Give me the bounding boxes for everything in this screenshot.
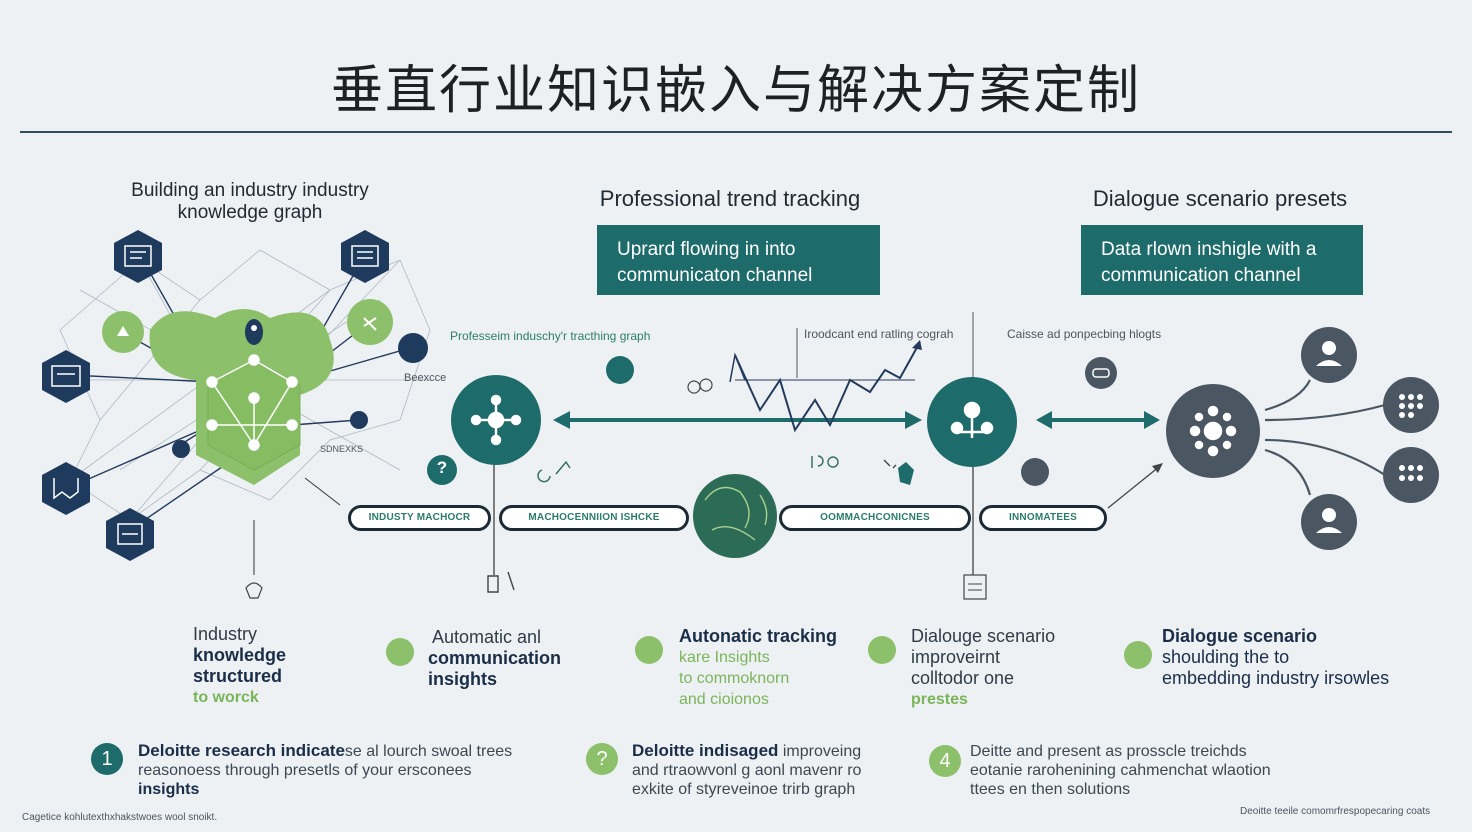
feature-5-line1: Dialogue scenario [1162,626,1318,646]
hexagon-glyphs [51,245,379,545]
feature-3-dot [635,636,663,664]
feature-4-line4: prestes [911,691,968,708]
footer-3-rest: Deitte and present as prosscle treichds [970,743,1247,760]
double-arrow-1 [553,411,922,429]
feature-4-line3: colltodor one [911,668,1015,688]
feature-2-dot [386,638,414,666]
feature-2-line3: insights [428,669,498,689]
feature-3: Autonatic tracking kare Insights to comm… [679,626,837,710]
trend-tracking-title: Professional trend tracking [599,186,861,211]
feature-3-line2: kare Insights [679,649,770,666]
feature-1: Industry knowledge structured to worck [193,624,286,708]
ranking-graph-caption: Iroodcant end ratling cograh [804,327,954,341]
feature-1-line2: knowledge [193,645,287,665]
pin-icon [245,319,263,345]
knowledge-graph-title: Building an industry industry knowledge … [100,180,400,224]
dialogue-box-line1: Data rlown inshigle with a [1101,239,1317,260]
graph-small-label: SDNEXKS [320,444,364,454]
small-navy-node [398,333,428,363]
page-title: 垂直行业知识嵌入与解决方案定制 [330,61,1141,121]
feature-4-dot [868,636,896,664]
feature-1-line1: Industry [193,624,258,644]
pill-3: OOMMACHCONICNES [779,505,971,531]
knowledge-graph-title-line1: Building an industry industry [131,180,369,201]
feature-3-line3: to commoknorn [679,670,790,687]
footer-2-bold: Deloitte indisaged [632,741,779,760]
bottom-left-caption: Cagetice kohlutexthxhakstwoes wool snoik… [22,812,218,823]
pill-4: INNOMATEES [979,505,1107,531]
footer-1: Deloitte research indicatese al lourch s… [138,741,512,799]
feature-1-line3: structured [193,666,283,686]
footer-3-number: 4 [929,745,961,777]
footer-3-line2: eotanie rarohenining cahmenchat wlaotion [970,762,1271,779]
feature-4-line1: Dialouge scenario [911,626,1056,646]
feature-5-dot [1124,641,1152,669]
bottom-right-caption: Deoitte teeile comomrfrespopecaring coat… [1240,806,1431,817]
feature-5-line3: embedding industry irsowles [1162,668,1390,688]
feature-5-line2: shoulding the to [1162,647,1290,667]
dialogue-box-line2: communication channel [1101,265,1301,286]
graph-right-label: Beexcce [404,372,447,384]
footer-1-line2: reasonoess through presetls of your ersc… [138,762,472,779]
feature-1-line4: to worck [193,689,259,706]
question-icon: ? [436,458,448,477]
footer-2-number: ? [586,743,618,775]
footer-1-number: 1 [91,743,123,775]
footer-2: Deloitte indisaged improveing and rtraow… [632,741,861,799]
trend-info-box: Uprard flowing in into communicaton chan… [597,225,880,295]
dialogue-presets-title: Dialogue scenario presets [1092,186,1348,211]
feature-4: Dialouge scenario improveirnt colltodor … [911,626,1055,710]
feature-3-line1: Autonatic tracking [679,626,838,646]
trend-graph-caption: Professeim induschy'r tracthing graph [450,329,651,343]
feature-2-line2: communication [428,648,562,668]
title-divider [20,131,1452,133]
knowledge-graph-title-line2: knowledge graph [177,202,323,223]
footer-3-line3: ttees en then solutions [970,781,1131,798]
trend-line [734,341,921,433]
footer-2-rest: improveing [778,743,862,760]
navy-hexagons [42,230,389,561]
fan-out-lines [1264,379,1386,496]
dialogue-info-box: Data rlown inshigle with a communication… [1081,225,1363,295]
footer-1-bold: Deloitte research indicate [138,741,345,760]
trend-box-line2: communicaton channel [617,265,813,286]
trend-box-line1: Uprard flowing in into [617,239,796,260]
hub-glyphs [470,394,1237,457]
feature-2: Automatic anl communication insights [428,627,561,690]
hexagon-nodes [206,354,298,451]
dialogue-caption: Caisse ad ponpecbing hlogts [1007,327,1162,341]
footer-1-rest: se al lourch swoal trees [344,743,513,760]
feature-3-line4: and cioionos [679,691,769,708]
double-arrow-2 [1036,411,1160,429]
feature-2-line1: Automatic anl [432,627,542,647]
footer-1-line3: insights [138,781,200,798]
footer-3: Deitte and present as prosscle treichds … [970,741,1271,799]
feature-4-line2: improveirnt [911,647,1001,667]
footer-2-line2: and rtraowvonl g aonl mavenr ro [632,762,862,779]
pill-2: MACHOCENNIION ISHCKE [499,505,689,531]
footer-2-line3: exkite of styreveinoe trirb graph [632,781,856,798]
feature-5: Dialogue scenario shoulding the to embed… [1162,626,1389,689]
globe [693,474,777,558]
pill-1: INDUSTY MACHOCR [348,505,491,531]
